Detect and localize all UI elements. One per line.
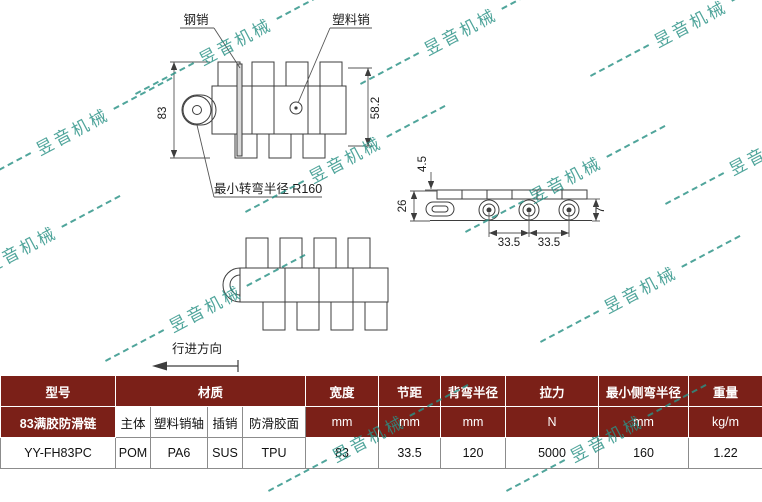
col-header-weight: 重量 xyxy=(689,376,762,407)
col-header-model: 型号 xyxy=(1,376,116,407)
bottom-view-module xyxy=(223,238,388,330)
value-pitch: 33.5 xyxy=(379,438,441,469)
col-header-material: 材质 xyxy=(116,376,306,407)
unit-width: mm xyxy=(306,407,379,438)
col-header-min-side-bend-radius: 最小侧弯半径 xyxy=(599,376,689,407)
unit-pitch: mm xyxy=(379,407,441,438)
dim-pitch-left: 33.5 xyxy=(498,237,520,249)
value-weight: 1.22 xyxy=(689,438,762,469)
header-row: 型号 材质 宽度 节距 背弯半径 拉力 最小侧弯半径 重量 xyxy=(1,376,762,407)
dimension-lines xyxy=(170,28,600,237)
value-tension: 5000 xyxy=(506,438,599,469)
technical-drawing: 钢销 塑料销 83 58.2 最小转弯半径 R160 4.5 26 7 33.5… xyxy=(0,0,762,375)
series-label-cell: 83满胶防滑链 xyxy=(1,407,116,438)
travel-direction-arrow xyxy=(152,360,238,372)
spec-table: 型号 材质 宽度 节距 背弯半径 拉力 最小侧弯半径 重量 83满胶防滑链 主体… xyxy=(0,375,762,469)
steel-pin-shape xyxy=(237,64,242,156)
subheader-antislip-surface: 防滑胶面 xyxy=(243,407,306,438)
top-view-module xyxy=(182,62,346,158)
col-header-width: 宽度 xyxy=(306,376,379,407)
value-pin-material: SUS xyxy=(208,438,243,469)
data-row: YY-FH83PC POM PA6 SUS TPU 83 33.5 120 50… xyxy=(1,438,762,469)
turn-roller-circle xyxy=(183,96,211,124)
unit-weight: kg/m xyxy=(689,407,762,438)
dim-83: 83 xyxy=(157,107,169,120)
side-view-module xyxy=(426,190,592,221)
value-back-bend-radius: 120 xyxy=(441,438,506,469)
steel-pin-label: 钢销 xyxy=(183,13,208,27)
plastic-pin-label: 塑料销 xyxy=(332,12,370,27)
subheader-pin: 插销 xyxy=(208,407,243,438)
value-model: YY-FH83PC xyxy=(1,438,116,469)
col-header-pitch: 节距 xyxy=(379,376,441,407)
datasheet-page: { "colors": { "table_header_bg": "#7b201… xyxy=(0,0,762,468)
dim-26: 26 xyxy=(397,200,409,213)
col-header-tension: 拉力 xyxy=(506,376,599,407)
dim-pitch-right: 33.5 xyxy=(538,237,560,249)
drawing-area: 钢销 塑料销 83 58.2 最小转弯半径 R160 4.5 26 7 33.5… xyxy=(0,0,762,380)
travel-direction-label: 行进方向 xyxy=(172,341,222,356)
subheader-plastic-pin-shaft: 塑料销轴 xyxy=(151,407,208,438)
unit-min-side-bend-radius: mm xyxy=(599,407,689,438)
value-antislip-material: TPU xyxy=(243,438,306,469)
unit-tension: N xyxy=(506,407,599,438)
min-turn-radius-label: 最小转弯半径 R160 xyxy=(214,181,322,196)
dim-4-5: 4.5 xyxy=(417,156,429,172)
subheader-row: 83满胶防滑链 主体 塑料销轴 插销 防滑胶面 mm mm mm N mm kg… xyxy=(1,407,762,438)
dim-58-2: 58.2 xyxy=(370,97,382,119)
spec-table-area: 型号 材质 宽度 节距 背弯半径 拉力 最小侧弯半径 重量 83满胶防滑链 主体… xyxy=(0,375,762,468)
col-header-back-bend-radius: 背弯半径 xyxy=(441,376,506,407)
value-width: 83 xyxy=(306,438,379,469)
unit-back-bend-radius: mm xyxy=(441,407,506,438)
end-link xyxy=(426,202,454,216)
value-body-material: POM xyxy=(116,438,151,469)
value-plastic-pin-material: PA6 xyxy=(151,438,208,469)
dim-7: 7 xyxy=(595,207,607,213)
subheader-body: 主体 xyxy=(116,407,151,438)
value-min-side-bend-radius: 160 xyxy=(599,438,689,469)
